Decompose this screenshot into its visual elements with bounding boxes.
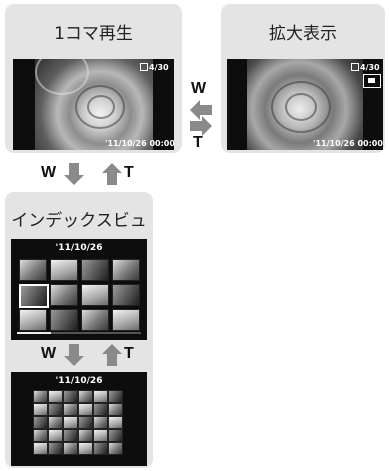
w-label-top: W — [191, 80, 207, 97]
t-label-top: T — [193, 134, 203, 151]
index-thumbnail[interactable] — [50, 309, 78, 331]
arrow-right-icon — [190, 116, 212, 136]
single-playback-panel: 1コマ再生 4/30 '11/10/26 00:00 — [5, 4, 182, 153]
index-thumbnail[interactable] — [112, 284, 140, 306]
arrow-left-icon — [190, 100, 212, 120]
arrow-up-icon — [102, 344, 122, 366]
index-thumbnail[interactable] — [48, 442, 63, 455]
index-thumbnail[interactable] — [108, 429, 123, 442]
index-thumbnail[interactable] — [33, 416, 48, 429]
index-thumbnail[interactable] — [33, 403, 48, 416]
index-thumbnail[interactable] — [48, 416, 63, 429]
index-thumbnail[interactable] — [63, 390, 78, 403]
index-thumbnail[interactable] — [19, 309, 47, 331]
index-thumbnail[interactable] — [50, 284, 78, 306]
index-thumbnail[interactable] — [63, 416, 78, 429]
index-screen-large: '11/10/26 — [11, 372, 147, 466]
index-thumbnail[interactable] — [63, 429, 78, 442]
w-label-lower: W — [41, 345, 57, 362]
index-thumbnail[interactable] — [78, 442, 93, 455]
zoom-position-indicator — [363, 74, 381, 88]
zoom-playback-title: 拡大表示 — [269, 24, 337, 44]
index-thumbnail[interactable] — [108, 403, 123, 416]
index-thumbnail[interactable] — [63, 442, 78, 455]
index-thumbnail[interactable] — [78, 429, 93, 442]
index-thumbnail[interactable] — [19, 284, 49, 308]
single-playback-screen: 4/30 '11/10/26 00:00 — [13, 59, 174, 150]
zoom-playback-datetime: '11/10/26 00:00 — [313, 139, 383, 148]
single-playback-photo — [35, 59, 153, 150]
index-thumbnail[interactable] — [33, 429, 48, 442]
index-thumbnail[interactable] — [33, 442, 48, 455]
zoom-playback-panel: 拡大表示 4/30 '11/10/26 00:00 — [221, 4, 385, 153]
index-thumbnail[interactable] — [93, 416, 108, 429]
index-thumbnail[interactable] — [112, 309, 140, 331]
arrow-down-icon — [64, 163, 84, 185]
index-thumbnail[interactable] — [50, 259, 78, 281]
index-date-small: '11/10/26 — [55, 243, 103, 253]
index-thumbnail[interactable] — [63, 403, 78, 416]
protect-icon — [351, 63, 359, 71]
index-thumbnail[interactable] — [78, 390, 93, 403]
arrow-up-icon — [102, 163, 122, 185]
index-thumbnail[interactable] — [93, 429, 108, 442]
index-thumbnail[interactable] — [108, 416, 123, 429]
w-label-upper: W — [41, 164, 57, 181]
index-thumbnail[interactable] — [81, 259, 109, 281]
single-playback-title: 1コマ再生 — [54, 24, 133, 44]
t-label-upper: T — [124, 164, 134, 181]
index-screen-small: '11/10/26 — [11, 239, 147, 340]
index-thumbnail[interactable] — [81, 309, 109, 331]
index-thumbnail[interactable] — [48, 429, 63, 442]
index-thumbnail[interactable] — [93, 403, 108, 416]
index-thumbnail[interactable] — [33, 390, 48, 403]
index-thumbnail[interactable] — [78, 416, 93, 429]
single-playback-counter: 4/30 — [140, 63, 169, 72]
index-thumbnail[interactable] — [19, 259, 47, 281]
index-thumbnail[interactable] — [78, 403, 93, 416]
index-thumbnail[interactable] — [48, 390, 63, 403]
zoom-playback-screen: 4/30 '11/10/26 00:00 — [227, 59, 383, 150]
protect-icon — [140, 63, 148, 71]
index-date-large: '11/10/26 — [55, 376, 103, 386]
index-thumbnail[interactable] — [93, 390, 108, 403]
index-thumbnail[interactable] — [108, 442, 123, 455]
index-grid-large — [11, 372, 147, 466]
zoom-playback-photo — [247, 59, 363, 150]
arrow-down-icon — [64, 344, 84, 366]
single-playback-datetime: '11/10/26 00:00 — [105, 139, 174, 148]
index-grid-small — [11, 239, 147, 340]
index-thumbnail[interactable] — [112, 259, 140, 281]
index-thumbnail[interactable] — [93, 442, 108, 455]
index-scrollbar[interactable] — [17, 332, 141, 334]
index-view-panel: インデックスビュー '11/10/26 W T '11/10/26 — [5, 192, 153, 468]
t-label-lower: T — [124, 345, 134, 362]
index-thumbnail[interactable] — [81, 284, 109, 306]
index-thumbnail[interactable] — [48, 403, 63, 416]
zoom-playback-counter: 4/30 — [351, 63, 380, 72]
index-thumbnail[interactable] — [108, 390, 123, 403]
